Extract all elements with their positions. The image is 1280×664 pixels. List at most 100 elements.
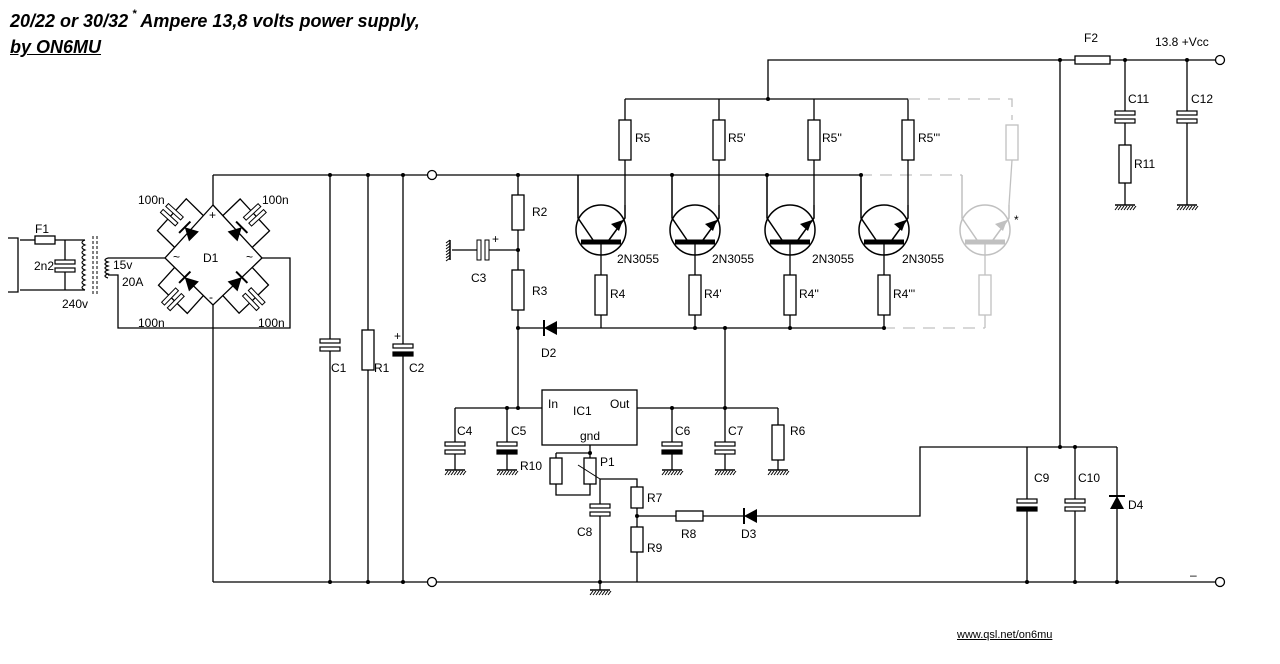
ground-hatch bbox=[445, 257, 451, 262]
emitter-lead bbox=[992, 205, 1010, 241]
junction-dot bbox=[366, 580, 370, 584]
title-line-2: by ON6MU bbox=[10, 37, 102, 57]
ground-hatch bbox=[726, 470, 731, 476]
ground-hatch bbox=[598, 590, 603, 596]
title-asterisk: * bbox=[132, 8, 137, 20]
resistor-r5 bbox=[618, 119, 632, 161]
resistor-optional bbox=[1005, 124, 1019, 161]
ground-hatch bbox=[445, 251, 451, 256]
wire bbox=[222, 266, 270, 315]
resistor-r7 bbox=[630, 486, 644, 509]
label-ic1: IC1 bbox=[573, 404, 592, 418]
ground-hatch bbox=[1179, 205, 1184, 211]
label-r4p: R4' bbox=[704, 287, 722, 301]
collector-lead bbox=[860, 175, 877, 241]
ground-hatch bbox=[445, 254, 451, 259]
ground-hatch bbox=[776, 470, 781, 476]
label-r4: R4 bbox=[610, 287, 626, 301]
ground-hatch bbox=[670, 470, 675, 476]
diode-triangle bbox=[544, 321, 557, 335]
ground-hatch bbox=[770, 470, 775, 476]
wire bbox=[703, 446, 1117, 517]
label-c10: C10 bbox=[1078, 471, 1100, 485]
junction-dot bbox=[1058, 58, 1062, 62]
schematic-title: 20/22 or 30/32* Ampere 13,8 volts power … bbox=[10, 8, 420, 60]
label-c6: C6 bbox=[675, 424, 691, 438]
ground-hatch bbox=[664, 470, 669, 476]
label-t1: 2N3055 bbox=[617, 252, 659, 266]
capacitor-plate bbox=[248, 208, 267, 227]
capacitor-plate bbox=[589, 503, 611, 509]
capacitor bbox=[444, 441, 466, 455]
fuse-f2 bbox=[1074, 55, 1111, 65]
resistor-r9 bbox=[630, 526, 644, 553]
ground-hatch bbox=[729, 470, 734, 476]
resistor-body bbox=[511, 194, 525, 231]
capacitor-plate bbox=[476, 239, 482, 261]
ground-hatch bbox=[661, 470, 666, 476]
ground-hatch bbox=[514, 470, 519, 476]
diode-d2 bbox=[543, 320, 557, 336]
label-t2: 2N3055 bbox=[712, 252, 754, 266]
label-r4ppp: R4''' bbox=[893, 287, 915, 301]
capacitor-plate bbox=[319, 338, 341, 344]
diode-triangle bbox=[184, 227, 199, 242]
collector-lead bbox=[766, 175, 783, 241]
ground-hatch bbox=[604, 590, 609, 596]
label-d3: D3 bbox=[741, 527, 757, 541]
junction-dot bbox=[859, 173, 863, 177]
label-d1: D1 bbox=[203, 251, 219, 265]
label-d1_minus: - bbox=[209, 290, 213, 304]
capacitor-c3 bbox=[476, 239, 490, 261]
diode-d3 bbox=[743, 508, 757, 524]
capacitor-c11 bbox=[1114, 110, 1136, 124]
capacitor-c1 bbox=[319, 338, 341, 352]
emitter-lead bbox=[797, 205, 815, 241]
ic-body bbox=[541, 389, 638, 446]
capacitor-plate bbox=[159, 208, 179, 227]
label-f2: F2 bbox=[1084, 31, 1098, 45]
resistor-body bbox=[783, 274, 797, 316]
ground-hatch bbox=[1194, 205, 1199, 211]
resistor-body bbox=[511, 269, 525, 311]
ground-icon bbox=[445, 239, 451, 262]
ground-hatch bbox=[496, 470, 501, 476]
label-r9: R9 bbox=[647, 541, 663, 555]
ground-hatch bbox=[601, 590, 606, 596]
label-r5p: R5' bbox=[728, 131, 746, 145]
resistor-optional bbox=[978, 274, 992, 316]
ground-icon bbox=[1114, 204, 1137, 211]
title-line-1: 20/22 or 30/32* Ampere 13,8 volts power … bbox=[10, 8, 420, 34]
label-vcc: 13.8 +Vcc bbox=[1155, 35, 1209, 49]
ground-hatch bbox=[1117, 205, 1122, 211]
potentiometer-wiper bbox=[577, 464, 601, 480]
emitter-lead bbox=[608, 205, 626, 241]
ground-icon bbox=[496, 469, 519, 476]
label-c7: C7 bbox=[728, 424, 744, 438]
ground-hatch bbox=[1126, 205, 1131, 211]
terminal bbox=[1214, 576, 1226, 588]
ground-hatch bbox=[595, 590, 600, 596]
bridge-diode-icon bbox=[178, 220, 199, 242]
resistor-r10 bbox=[549, 457, 563, 485]
title-amps: 20/22 or 30/32 bbox=[10, 11, 129, 31]
junction-dot bbox=[670, 173, 674, 177]
label-c5: C5 bbox=[511, 424, 527, 438]
terminal bbox=[426, 169, 438, 181]
label-c12: C12 bbox=[1191, 92, 1213, 106]
capacitor-plate bbox=[589, 511, 611, 517]
capacitor-plate bbox=[1114, 110, 1136, 116]
wire bbox=[157, 266, 204, 315]
junction-dot bbox=[765, 173, 769, 177]
ground-hatch bbox=[592, 590, 597, 596]
ground-icon bbox=[1176, 204, 1199, 211]
ground-hatch bbox=[1176, 205, 1181, 211]
website-link[interactable]: www.qsl.net/on6mu bbox=[957, 629, 1053, 641]
ground-hatch bbox=[1120, 205, 1125, 211]
junction-dot bbox=[1185, 58, 1189, 62]
ground-hatch bbox=[1182, 205, 1187, 211]
junction-dot bbox=[328, 173, 332, 177]
wire bbox=[600, 478, 638, 487]
ground-hatch bbox=[717, 470, 722, 476]
